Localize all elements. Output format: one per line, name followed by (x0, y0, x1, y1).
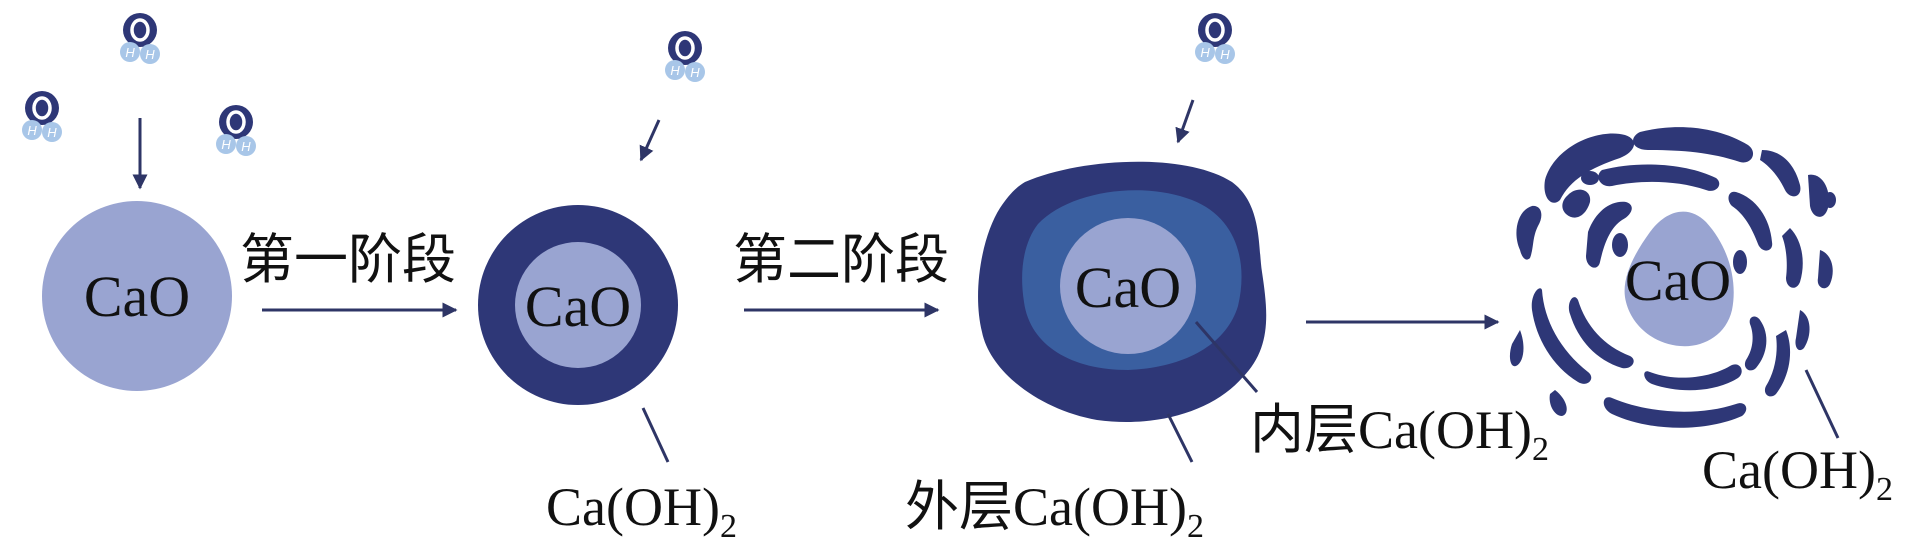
inner-layer-label: 内层Ca(OH)2 (1250, 400, 1549, 468)
water-molecule-5 (1193, 11, 1237, 66)
caoh2-leader-line (641, 407, 670, 463)
cao-label-2: CaO (525, 274, 631, 339)
stage-1-label: 第一阶段 (240, 230, 456, 290)
cao-label-4: CaO (1625, 248, 1731, 313)
arrow-down-3 (1175, 99, 1195, 144)
arrow-down-2 (639, 119, 661, 162)
caoh2-label: Ca(OH)2 (546, 477, 737, 543)
outer-layer-label: 外层Ca(OH)2 (905, 477, 1204, 543)
cao-core-3 (1060, 218, 1196, 354)
outer-layer-leader-line (1166, 413, 1194, 463)
fragmented-caoh2 (1509, 127, 1836, 428)
cao-label-1: CaO (84, 264, 190, 329)
water-molecule-2 (20, 89, 64, 144)
final-caoh2-label: Ca(OH)2 (1702, 440, 1893, 508)
water-molecule-4 (663, 29, 707, 84)
cao-core-4 (1624, 211, 1734, 347)
water-molecule-1 (118, 11, 162, 66)
inner-layer-leader-line (1194, 321, 1259, 393)
cao-label-3: CaO (1075, 255, 1181, 320)
water-molecule-3 (214, 103, 258, 158)
cao-core-2 (515, 242, 641, 368)
cao-particle-1 (42, 201, 232, 391)
final-caoh2-leader-line (1804, 369, 1840, 439)
stage-2-label: 第二阶段 (733, 230, 949, 290)
